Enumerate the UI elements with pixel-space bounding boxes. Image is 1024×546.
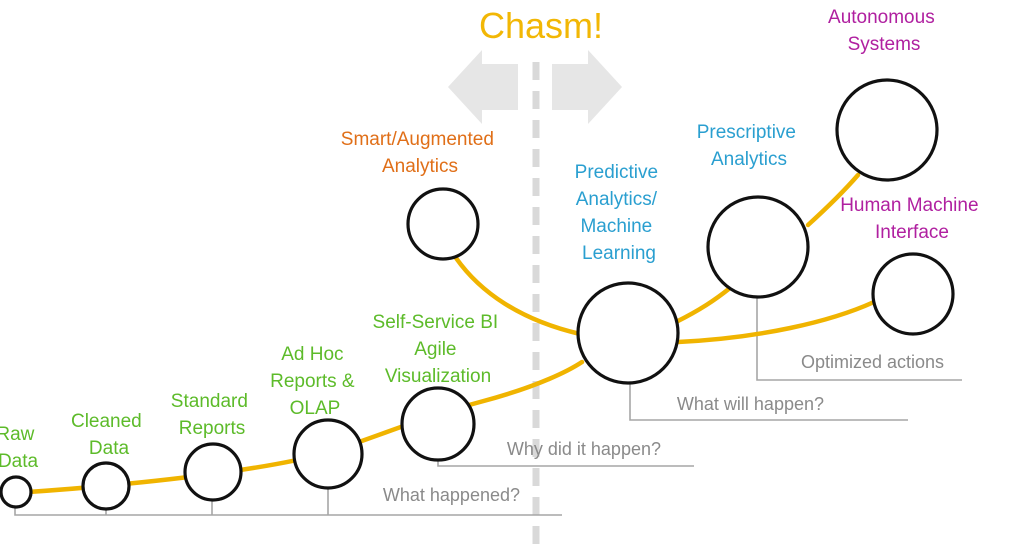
- label-autonomous-systems: Autonomous Systems: [828, 7, 940, 55]
- node-ad-hoc-reports-olap: [292, 418, 364, 490]
- node-prescriptive-analytics: [706, 195, 810, 299]
- prescriptive-curve: [673, 285, 733, 325]
- main-growth-curve: [11, 359, 585, 496]
- label-human-machine-interface: Human Machine Interface: [840, 195, 984, 243]
- label-ad-hoc-reports-olap: Ad Hoc Reports & OLAP: [270, 344, 360, 419]
- node-standard-reports: [183, 442, 243, 502]
- question-why-did-it-happen: Why did it happen?: [507, 439, 661, 459]
- growth-curves: [11, 172, 877, 496]
- label-smart-augmented-analytics: Smart/Augmented Analytics: [341, 129, 499, 177]
- smart-analytics-curve: [453, 255, 583, 337]
- node-smart-augmented-analytics: [406, 187, 480, 261]
- bracket-what-will-happen: [629, 382, 908, 421]
- node-predictive-analytics: [576, 281, 680, 385]
- node-human-machine-interface: [871, 252, 955, 336]
- label-predictive-analytics: Predictive Analytics/ Machine Learning: [575, 162, 664, 264]
- bracket-why-did-it-happen: [437, 460, 694, 467]
- label-prescriptive-analytics: Prescriptive Analytics: [697, 122, 802, 170]
- label-standard-reports: Standard Reports: [171, 391, 253, 439]
- bracket-optimized-actions: [756, 272, 962, 381]
- node-cleaned-data: [81, 461, 131, 511]
- question-labels: What happened? Why did it happen? What w…: [383, 352, 944, 505]
- question-what-will-happen: What will happen?: [677, 394, 824, 414]
- right-arrow-icon: [552, 50, 622, 124]
- left-arrow-icon: [448, 50, 518, 124]
- stage-labels: Raw Data Cleaned Data Standard Reports A…: [0, 7, 984, 472]
- label-raw-data: Raw Data: [0, 424, 40, 472]
- node-self-service-bi: [400, 386, 476, 462]
- question-optimized-actions: Optimized actions: [801, 352, 944, 372]
- stage-nodes: [0, 78, 955, 511]
- node-raw-data: [0, 475, 33, 509]
- hmi-curve: [675, 299, 877, 345]
- chasm-title: Chasm!: [479, 5, 603, 46]
- label-self-service-bi: Self-Service BI Agile Visualization: [373, 312, 504, 387]
- autonomous-curve: [805, 172, 861, 228]
- node-autonomous-systems: [835, 78, 939, 182]
- question-what-happened: What happened?: [383, 485, 520, 505]
- label-cleaned-data: Cleaned Data: [71, 411, 147, 459]
